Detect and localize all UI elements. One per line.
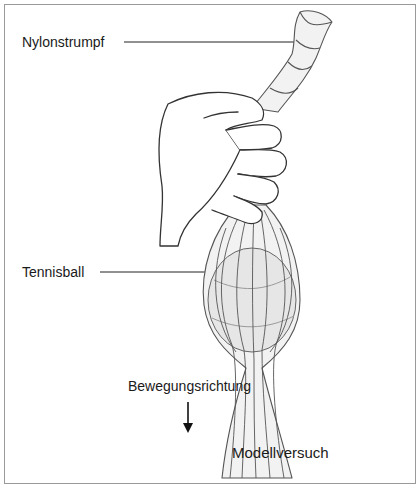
leader-line: [124, 42, 296, 43]
stocking-strands: [216, 210, 292, 478]
frame: [5, 5, 416, 484]
part-label: Tennisball: [22, 264, 84, 280]
nylon-stocking: [203, 11, 332, 478]
caption: Modellversuch: [232, 444, 329, 462]
direction-label: Bewegungsrichtung: [128, 378, 251, 394]
hand: [159, 92, 286, 246]
part-label: Nylonstrumpf: [22, 34, 104, 50]
direction-arrow: [183, 402, 193, 433]
leader-line: [100, 272, 208, 273]
